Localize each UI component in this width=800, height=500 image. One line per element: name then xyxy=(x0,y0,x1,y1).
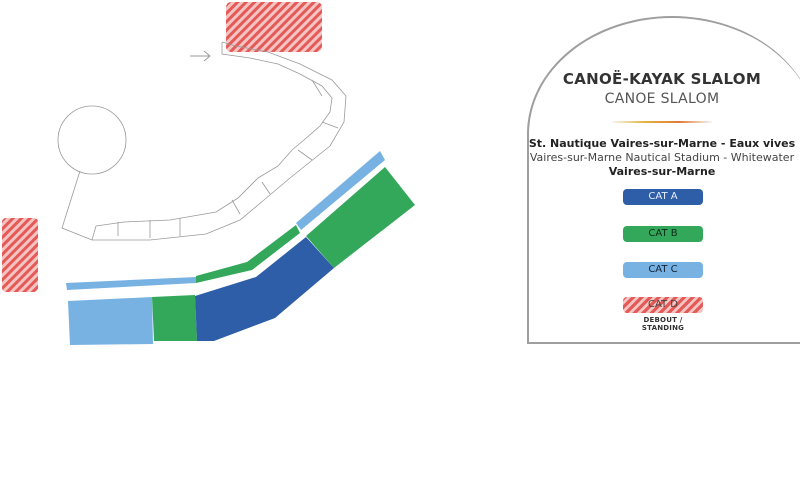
whitewater-course xyxy=(57,41,347,241)
title-divider xyxy=(612,121,712,123)
seating-block-cat-c[interactable] xyxy=(66,151,385,345)
legend-cat-c[interactable]: CAT C xyxy=(623,262,703,278)
event-subtitle: CANOE SLALOM xyxy=(604,91,720,107)
venue-name-en: Vaires-sur-Marne Nautical Stadium - Whit… xyxy=(529,151,795,164)
seating-block-cat-a[interactable] xyxy=(195,237,334,341)
event-title: CANOË-KAYAK SLALOM xyxy=(562,70,762,88)
standing-area-left[interactable] xyxy=(2,218,38,292)
venue-name-fr: St. Nautique Vaires-sur-Marne - Eaux viv… xyxy=(528,137,796,150)
legend-cat-b[interactable]: CAT B xyxy=(623,226,703,242)
legend-cat-d[interactable]: CAT D xyxy=(623,297,703,313)
venue-city: Vaires-sur-Marne xyxy=(608,165,716,178)
course-direction-arrow xyxy=(190,50,211,62)
seating-block-cat-b[interactable] xyxy=(152,167,415,341)
legend-panel xyxy=(527,16,800,344)
legend-standing-note: DEBOUT / STANDING xyxy=(641,316,685,332)
standing-area-top[interactable] xyxy=(226,2,322,52)
legend-cat-a[interactable]: CAT A xyxy=(623,189,703,205)
